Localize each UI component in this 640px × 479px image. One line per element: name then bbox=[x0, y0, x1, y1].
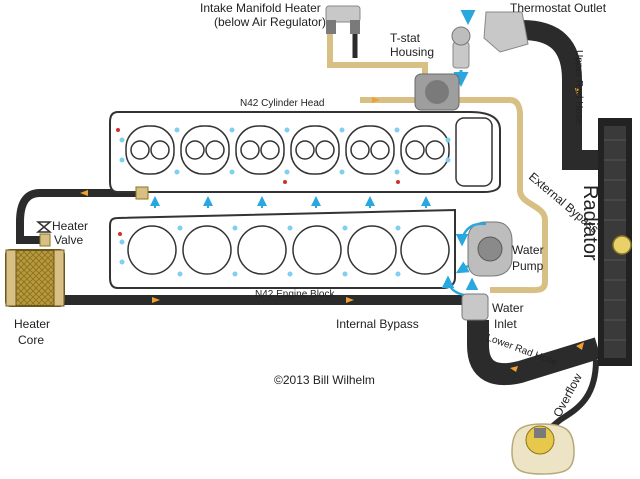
intake-manifold-heater-hose bbox=[327, 28, 428, 76]
cylinder-head-label: N42 Cylinder Head bbox=[240, 98, 325, 109]
radiator-label: Radiator bbox=[579, 185, 601, 261]
thermostat-outlet-label: Thermostat Outlet bbox=[510, 1, 607, 15]
intake-manifold-heater-label: Intake Manifold Heater bbox=[200, 1, 321, 15]
heater-outlet-fitting bbox=[135, 186, 149, 200]
heater-hose-top bbox=[16, 189, 138, 244]
engine-block-label: N42 Engine Block bbox=[255, 289, 335, 300]
heater-core-label-1: Heater bbox=[14, 317, 50, 331]
below-air-regulator-label: (below Air Regulator) bbox=[214, 15, 326, 29]
thermostat bbox=[451, 26, 471, 87]
block-cylinder-bores bbox=[127, 225, 450, 275]
labels: Intake Manifold Heater (below Air Regula… bbox=[14, 1, 607, 419]
head-block-flow-arrows bbox=[150, 196, 431, 208]
heater-core bbox=[5, 249, 65, 307]
head-coolant-passages bbox=[119, 127, 451, 175]
overflow-hose bbox=[546, 359, 599, 433]
tstat-housing-label-2: Housing bbox=[390, 45, 434, 59]
block-coolant-passages bbox=[119, 225, 401, 277]
tstat-housing-label-1: T-stat bbox=[390, 31, 421, 45]
heater-core-label-2: Core bbox=[18, 333, 44, 347]
water-inlet bbox=[461, 277, 489, 321]
hose-flow-arrows bbox=[80, 88, 584, 372]
heater-valve bbox=[35, 221, 53, 247]
radiator-cap bbox=[612, 235, 632, 255]
coolant-expansion-tank bbox=[511, 423, 575, 475]
engine-block: N42 Engine Block bbox=[109, 208, 456, 300]
copyright-label: ©2013 Bill Wilhelm bbox=[274, 373, 375, 387]
tstat-housing bbox=[414, 73, 460, 111]
radiator: Radiator bbox=[579, 118, 632, 366]
upper-rad-hose-label: Upper Rad Hose bbox=[573, 50, 584, 125]
thermostat-outlet bbox=[460, 10, 529, 53]
water-pump-label-2: Pump bbox=[512, 259, 544, 273]
water-pump-label-1: Water bbox=[512, 243, 544, 257]
heater-valve-label-2: Valve bbox=[54, 233, 83, 247]
tan-hoses bbox=[327, 28, 548, 294]
heater-valve-label-1: Heater bbox=[52, 219, 88, 233]
intake-manifold-heater bbox=[325, 5, 361, 34]
external-bypass-hose bbox=[458, 97, 548, 294]
cylinder-head: N42 Cylinder Head bbox=[109, 98, 501, 193]
lower-rad-hose bbox=[467, 320, 602, 386]
water-pump bbox=[455, 221, 513, 277]
upper-rad-hose bbox=[521, 20, 600, 170]
internal-bypass-label: Internal Bypass bbox=[336, 317, 419, 331]
water-inlet-label-2: Inlet bbox=[494, 317, 517, 331]
head-combustion-chambers bbox=[125, 125, 450, 175]
water-inlet-label-1: Water bbox=[492, 301, 524, 315]
